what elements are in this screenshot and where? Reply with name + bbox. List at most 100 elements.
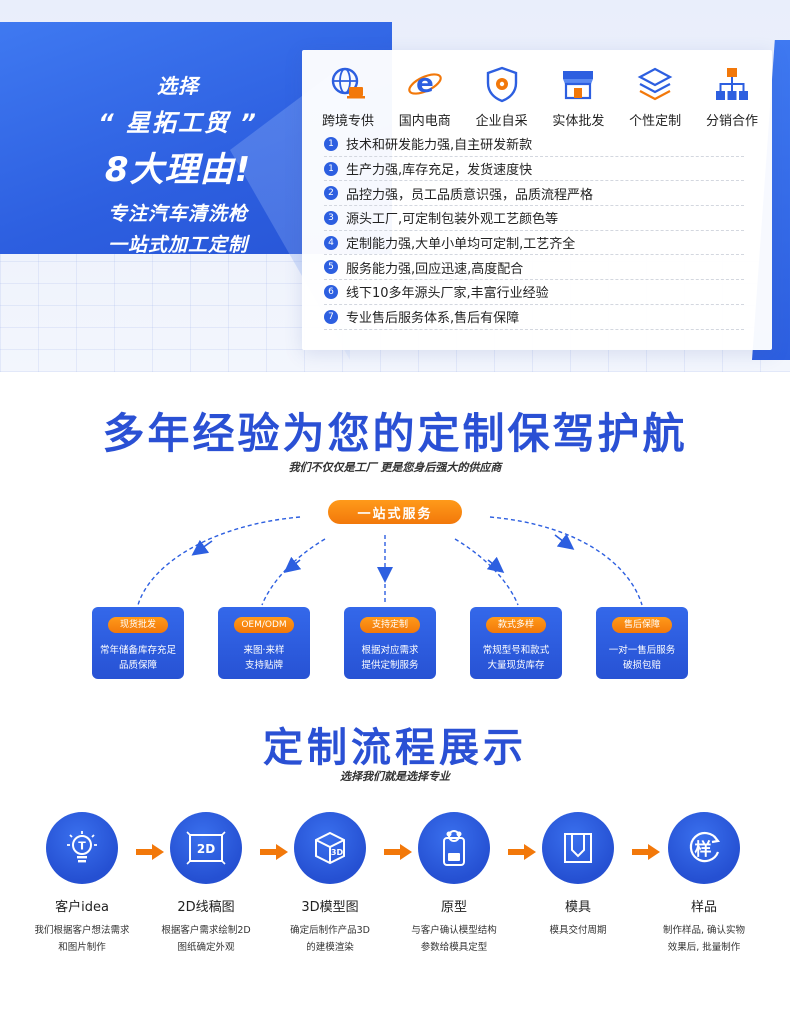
service-card-after-sales: 售后保障 一对一售后服务 破损包赔 [596, 607, 688, 679]
internet-explorer-icon: e [405, 64, 445, 104]
3d-label: 3D [331, 848, 344, 857]
globe-laptop-icon [328, 64, 368, 104]
reason-number: 2 [324, 186, 338, 201]
service-line-1: 一对一售后服务 [608, 645, 676, 656]
step-desc-1: 根据客户需求绘制2D [161, 925, 251, 936]
process-step-2d: 2D 2D线稿图 根据客户需求绘制2D 图纸确定外观 [146, 812, 266, 953]
reason-number: 4 [324, 235, 338, 250]
reason-text: 定制能力强,大单小单均可定制,工艺齐全 [346, 237, 576, 253]
process-step-mold: 模具 模具交付周期 [518, 812, 638, 939]
category-label: 分销合作 [705, 114, 758, 129]
arrow-right-icon [136, 844, 164, 860]
service-line-1: 常规型号和款式 [482, 645, 550, 656]
service-tag: 现货批发 [108, 617, 168, 633]
service-line-2: 大量现货库存 [487, 660, 545, 671]
service-line-1: 来图·来样 [243, 645, 285, 656]
step-title: 样品 [690, 900, 717, 915]
category-label: 企业自采 [475, 114, 528, 129]
step-desc-1: 确定后制作产品3D [290, 925, 370, 936]
lightbulb-icon: T [46, 812, 118, 884]
sample-icon: 样 [668, 812, 740, 884]
hero-brand-name: “ 星拓工贸 ” [98, 109, 258, 137]
category-distribution: 分销合作 [694, 64, 770, 129]
category-enterprise: 企业自采 [464, 64, 540, 129]
reason-item: 7 专业售后服务体系,售后有保障 [324, 305, 744, 330]
svg-text:e: e [416, 69, 434, 99]
reason-number: 3 [324, 210, 338, 225]
reason-text: 技术和研发能力强,自主研发新款 [346, 138, 533, 154]
storefront-icon [558, 64, 598, 104]
hero-line-5: 一站式加工定制 [107, 234, 248, 256]
service-card-custom: 支持定制 根据对应需求 提供定制服务 [344, 607, 436, 679]
service-card-wholesale: 现货批发 常年储备库存充足 品质保障 [92, 607, 184, 679]
services-subtitle: 我们不仅仅是工厂 更是您身后强大的供应商 [288, 461, 502, 474]
process-step-idea: T 客户idea 我们根据客户想法需求 和图片制作 [22, 812, 142, 953]
services-title: 多年经验为您的定制保驾护航 [102, 409, 688, 458]
step-title: 2D线稿图 [177, 900, 235, 915]
step-title: 原型 [440, 900, 467, 915]
reason-text: 专业售后服务体系,售后有保障 [346, 311, 520, 327]
arrow-right-icon [508, 844, 536, 860]
2d-drawing-icon: 2D [170, 812, 242, 884]
3d-cube-icon: 3D [294, 812, 366, 884]
category-label: 实体批发 [552, 114, 605, 129]
service-card-variety: 款式多样 常规型号和款式 大量现货库存 [470, 607, 562, 679]
reason-item: 1 技术和研发能力强,自主研发新款 [324, 132, 744, 157]
step-desc-2: 参数给模具定型 [420, 942, 488, 953]
service-tag: 款式多样 [486, 617, 546, 633]
reason-text: 线下10多年源头厂家,丰富行业经验 [346, 286, 549, 302]
service-tag: OEM/ODM [234, 617, 294, 633]
arrow-right-icon [384, 844, 412, 860]
reason-number: 6 [324, 284, 338, 299]
service-line-2: 破损包赔 [622, 660, 661, 671]
service-tag: 售后保障 [612, 617, 672, 633]
one-stop-service-pill: 一站式服务 [328, 500, 462, 524]
category-label: 国内电商 [398, 114, 451, 129]
reason-text: 源头工厂,可定制包装外观工艺颜色等 [346, 212, 559, 228]
arrow-right-icon [260, 844, 288, 860]
process-step-3d: 3D 3D模型图 确定后制作产品3D 的建模渲染 [270, 812, 390, 953]
service-line-2: 支持贴牌 [244, 660, 283, 671]
hero-line-4: 专注汽车清洗枪 [107, 203, 248, 225]
step-title: 客户idea [55, 900, 109, 915]
2d-label: 2D [197, 842, 215, 856]
reason-text: 生产力强,库存充足，发货速度快 [346, 163, 533, 179]
reason-number: 1 [324, 136, 338, 151]
category-row: 跨境专供 e 国内电商 企业自采 实体批发 [310, 64, 770, 129]
reason-number: 7 [324, 309, 338, 324]
service-tag: 支持定制 [360, 617, 420, 633]
hero-line-1: 选择 [157, 74, 199, 98]
category-domestic-ecommerce: e 国内电商 [387, 64, 463, 129]
category-label: 个性定制 [629, 114, 682, 129]
process-subtitle: 选择我们就是选择专业 [340, 770, 450, 783]
category-label: 跨境专供 [321, 114, 374, 129]
service-card-oem: OEM/ODM 来图·来样 支持贴牌 [218, 607, 310, 679]
arrow-right-icon [632, 844, 660, 860]
step-desc-2: 图纸确定外观 [177, 942, 235, 953]
prototype-icon [418, 812, 490, 884]
step-desc-1: 与客户确认模型结构 [411, 925, 497, 936]
service-line-2: 品质保障 [118, 660, 157, 671]
service-line-1: 根据对应需求 [361, 645, 419, 656]
step-desc-2: 和图片制作 [58, 942, 106, 953]
layers-icon [635, 64, 675, 104]
process-title: 定制流程展示 [263, 725, 527, 771]
hero-slogan: 选择 “ 星拓工贸 ” 8大理由! 专注汽车清洗枪 一站式加工定制 [78, 70, 278, 257]
step-desc-2: 效果后, 批量制作 [667, 942, 741, 953]
process-step-prototype: 原型 与客户确认模型结构 参数给模具定型 [394, 812, 514, 953]
svg-text:T: T [78, 840, 86, 853]
service-arrows [137, 516, 643, 606]
sample-char: 样 [695, 839, 712, 860]
shield-icon [482, 64, 522, 104]
service-line-1: 常年储备库存充足 [99, 645, 176, 656]
hero-banner: 选择 “ 星拓工贸 ” 8大理由! 专注汽车清洗枪 一站式加工定制 跨境专供 e… [0, 0, 790, 372]
category-wholesale: 实体批发 [540, 64, 616, 129]
step-title: 模具 [564, 900, 591, 915]
category-custom: 个性定制 [617, 64, 693, 129]
reasons-card: 跨境专供 e 国内电商 企业自采 实体批发 [302, 50, 772, 350]
reason-text: 品控力强，员工品质意识强，品质流程严格 [346, 187, 594, 203]
category-cross-border: 跨境专供 [310, 64, 386, 129]
reason-number: 5 [324, 260, 338, 275]
